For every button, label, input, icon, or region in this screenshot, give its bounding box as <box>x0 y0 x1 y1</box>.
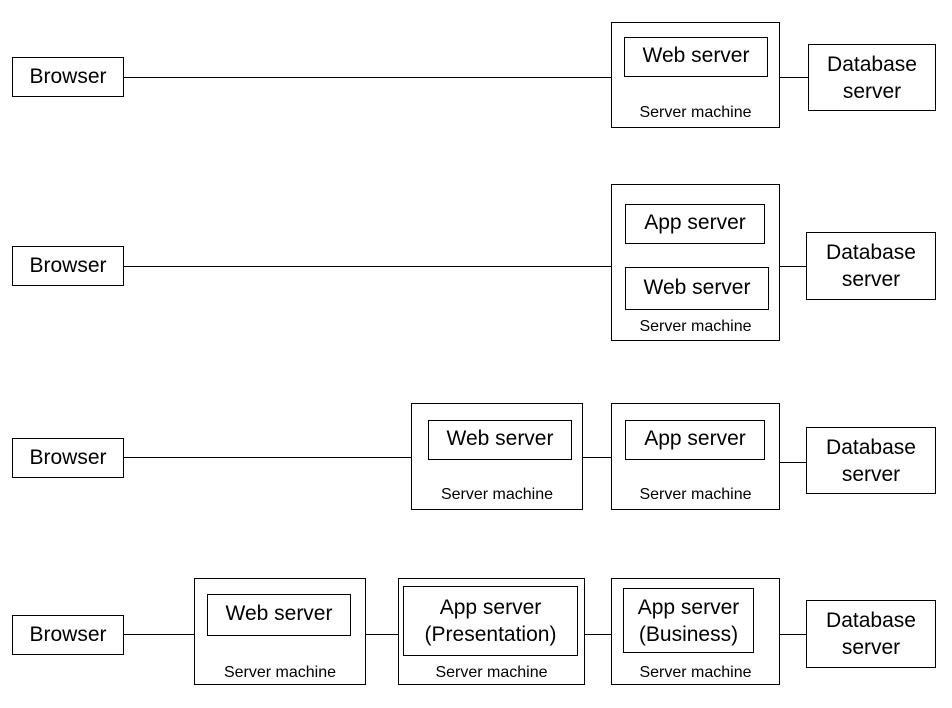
app-server-presentation-label: App server (Presentation) <box>424 596 557 646</box>
server-machine-label: Server machine <box>639 664 752 681</box>
server-machine-label: Server machine <box>440 486 554 503</box>
web-server-node: Web server <box>428 420 572 460</box>
app-server-presentation-node: App server (Presentation) <box>403 586 578 656</box>
app-server-label: App server <box>644 427 746 450</box>
server-machine-label: Server machine <box>639 486 752 503</box>
web-server-label: Web server <box>642 44 750 67</box>
browser-node: Browser <box>12 57 124 97</box>
server-machine: Web server Server machine <box>611 22 780 128</box>
app-server-label: App server <box>644 211 746 234</box>
connector-browser-to-server-machine <box>124 266 611 267</box>
server-machine: Web server Server machine <box>194 578 366 685</box>
app-server-node: App server <box>625 204 765 244</box>
server-machine-label: Server machine <box>639 104 752 121</box>
web-server-label: Web server <box>643 276 751 299</box>
server-machine: App server (Presentation) Server machine <box>398 578 585 685</box>
web-server-label: Web server <box>225 602 333 625</box>
connector-business-machine-to-database <box>780 634 806 635</box>
database-server-label: Database server <box>827 52 917 103</box>
web-server-label: Web server <box>446 427 554 450</box>
server-machine: App server Web server Server machine <box>611 184 780 341</box>
server-machine: Web server Server machine <box>411 403 583 510</box>
database-server-node: Database server <box>808 44 936 111</box>
database-server-node: Database server <box>806 232 936 300</box>
app-server-business-label: App server (Business) <box>637 595 740 646</box>
app-server-business-node: App server (Business) <box>623 588 754 653</box>
database-server-node: Database server <box>806 427 936 494</box>
app-server-node: App server <box>625 420 765 460</box>
connector-web-machine-to-app-machine <box>583 457 611 458</box>
connector-browser-to-server-machine <box>124 77 611 78</box>
connector-server-machine-to-database <box>780 77 808 78</box>
browser-label: Browser <box>29 254 107 277</box>
database-server-node: Database server <box>806 600 936 668</box>
browser-node: Browser <box>12 615 124 655</box>
server-machine-label: Server machine <box>435 664 548 681</box>
database-server-label: Database server <box>826 435 916 486</box>
server-machine-label: Server machine <box>639 318 752 335</box>
connector-server-machine-to-database <box>780 266 806 267</box>
browser-node: Browser <box>12 246 124 286</box>
server-machine: App server (Business) Server machine <box>611 578 780 685</box>
web-server-node: Web server <box>207 594 351 636</box>
browser-label: Browser <box>29 623 107 646</box>
server-machine: App server Server machine <box>611 403 780 510</box>
database-server-label: Database server <box>826 609 916 659</box>
connector-presentation-machine-to-business-machine <box>585 634 611 635</box>
connector-browser-to-web-machine <box>124 457 411 458</box>
connector-app-machine-to-database <box>780 462 806 463</box>
browser-label: Browser <box>29 446 107 469</box>
connector-browser-to-web-machine <box>124 634 194 635</box>
web-server-node: Web server <box>624 37 768 77</box>
server-machine-label: Server machine <box>223 664 337 681</box>
database-server-label: Database server <box>826 241 916 291</box>
browser-node: Browser <box>12 438 124 478</box>
web-server-node: Web server <box>625 267 769 310</box>
connector-web-machine-to-presentation-machine <box>366 634 398 635</box>
browser-label: Browser <box>29 65 107 88</box>
